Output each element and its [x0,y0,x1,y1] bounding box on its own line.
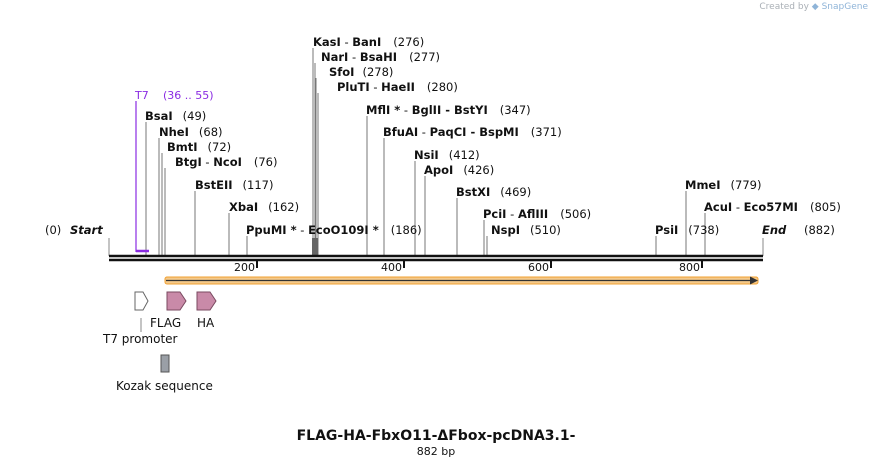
site-label-bstxi: BstXI(469) [456,185,531,199]
start-label: Start [70,223,103,237]
ruler-ticks [256,260,703,268]
site-label-apoi: ApoI(426) [424,163,494,177]
snapgene-logo-icon: ◆ [811,2,819,12]
site-label-sfoi: SfoI(278) [329,65,393,79]
end-label: End [762,223,787,237]
site-label-psii: PsiI(738) [655,223,719,237]
kozak-sequence-box [160,354,170,373]
site-label-ppumi: PpuMI * - EcoO109I *(186) [246,223,422,237]
site-label-kasi: KasI - BanI(276) [313,35,424,49]
feature-label-flag: FLAG [150,316,181,330]
site-label-mmei: MmeI(779) [685,178,761,192]
tick-label-400: 400 [381,261,402,274]
t7-promoter-arrow [134,291,149,311]
start-position: (0) [45,223,61,237]
site-label-nspi: NspI(510) [491,223,561,237]
site-label-bmti: BmtI(72) [167,140,231,154]
sequence-name: FLAG-HA-FbxO11-ΔFbox-pcDNA3.1- [296,428,576,444]
site-label-pluti: PluTI - HaeII(280) [337,80,458,94]
site-label-nhei: NheI(68) [159,125,223,139]
tick-label-800: 800 [679,261,700,274]
ha-feature-arrow [196,291,217,311]
end-position: (882) [804,223,835,237]
site-label-nari: NarI - BsaHI(277) [321,50,440,64]
site-label-bsteii: BstEII(117) [195,178,273,192]
feature-label-ha: HA [197,316,215,330]
primer-name: T7 [134,89,149,102]
primer-range: (36 .. 55) [163,89,214,102]
tick-label-600: 600 [528,261,549,274]
site-label-mfli: MflI * - BglII - BstYI(347) [366,103,531,117]
snapgene-credit: Created by ◆ SnapGene [759,2,868,12]
feature-label-kozak: Kozak sequence [116,379,213,393]
orf-arrowhead [750,276,758,285]
feature-label-t7-promoter: T7 promoter [102,332,178,346]
site-label-acui: AcuI - Eco57MI(805) [704,200,841,214]
credit-brand: SnapGene [821,2,868,12]
flag-feature-arrow [166,291,187,311]
sequence-length: 882 bp [416,445,456,458]
site-label-bsai: BsaI(49) [145,109,206,123]
orf-arrow [164,276,759,285]
site-label-bfuai: BfuAI - PaqCI - BspMI(371) [383,125,562,139]
site-cluster-mark [312,238,318,256]
site-label-pcii: PciI - AflIII(506) [483,207,591,221]
credit-prefix: Created by [759,2,809,12]
site-label-xbai: XbaI(162) [229,200,299,214]
site-marker-lines [145,48,706,256]
tick-label-200: 200 [234,261,255,274]
site-label-nsii: NsiI(412) [414,148,480,162]
site-label-btgi: BtgI - NcoI(76) [175,155,277,169]
